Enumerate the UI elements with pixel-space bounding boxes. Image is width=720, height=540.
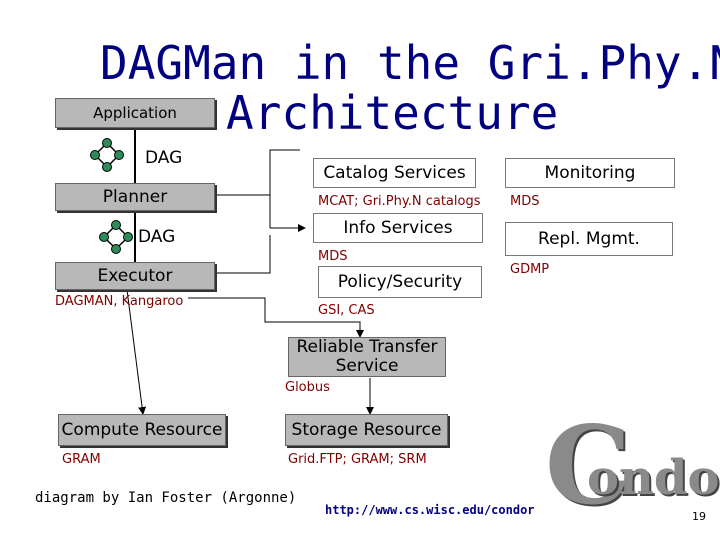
condor-url-link[interactable]: http://www.cs.wisc.edu/condor [325, 503, 535, 517]
reliable-transfer-box: Reliable Transfer Service [288, 337, 446, 377]
dag-label: DAG [138, 227, 176, 247]
condor-logo-text: ondor [587, 450, 720, 506]
info-services-box: Info Services [313, 213, 483, 243]
dag-graph-icon [99, 220, 133, 254]
executor-services-connector [196, 235, 271, 274]
storage-resource-box: Storage Resource [285, 414, 448, 446]
catalog-services-box: Catalog Services [313, 158, 476, 188]
planner-box: Planner [55, 183, 215, 211]
compute-resource-box: Compute Resource [58, 414, 226, 446]
planner-label: Planner [102, 187, 168, 207]
monitoring-tools-label: MDS [510, 194, 540, 209]
application-label: Application [93, 104, 177, 122]
executor-label: Executor [97, 266, 173, 286]
reliable-transfer-label: Reliable Transfer Service [296, 337, 438, 376]
executor-to-compute-arrow [126, 289, 147, 415]
executor-to-transfer-arrow [188, 297, 364, 338]
compute-tools-label: GRAM [62, 452, 101, 467]
storage-resource-label: Storage Resource [291, 420, 442, 440]
policy-security-label: Policy/Security [337, 272, 463, 292]
repl-mgmt-box: Repl. Mgmt. [505, 222, 673, 256]
planner-services-connector [195, 149, 300, 196]
dag-label: DAG [145, 148, 183, 168]
diagram-credit: diagram by Ian Foster (Argonne) [35, 490, 297, 506]
condor-logo: C ondor [545, 412, 720, 528]
slide-title-line1: DAGMan in the Gri.Phy.N [100, 36, 720, 90]
repl-tools-label: GDMP [510, 262, 550, 277]
info-services-label: Info Services [343, 218, 453, 238]
info-tools-label: MDS [318, 249, 348, 264]
policy-tools-label: GSI, CAS [318, 303, 375, 318]
executor-tools-label: DAGMAN, Kangaroo [55, 294, 184, 309]
catalog-services-label: Catalog Services [323, 163, 466, 183]
monitoring-label: Monitoring [544, 163, 636, 183]
policy-security-box: Policy/Security [318, 266, 482, 298]
dag-graph-icon [90, 138, 124, 172]
transfer-tools-label: Globus [285, 380, 330, 395]
application-box: Application [55, 98, 215, 128]
monitoring-box: Monitoring [505, 158, 675, 188]
compute-resource-label: Compute Resource [61, 420, 223, 440]
page-number: 19 [692, 510, 706, 523]
catalog-tools-label: MCAT; Gri.Phy.N catalogs [318, 194, 481, 209]
executor-box: Executor [55, 262, 215, 290]
condor-logo-initial: C [545, 403, 631, 529]
repl-mgmt-label: Repl. Mgmt. [538, 229, 640, 249]
slide-title-line2: Architecture [226, 86, 559, 140]
storage-tools-label: Grid.FTP; GRAM; SRM [288, 452, 427, 467]
